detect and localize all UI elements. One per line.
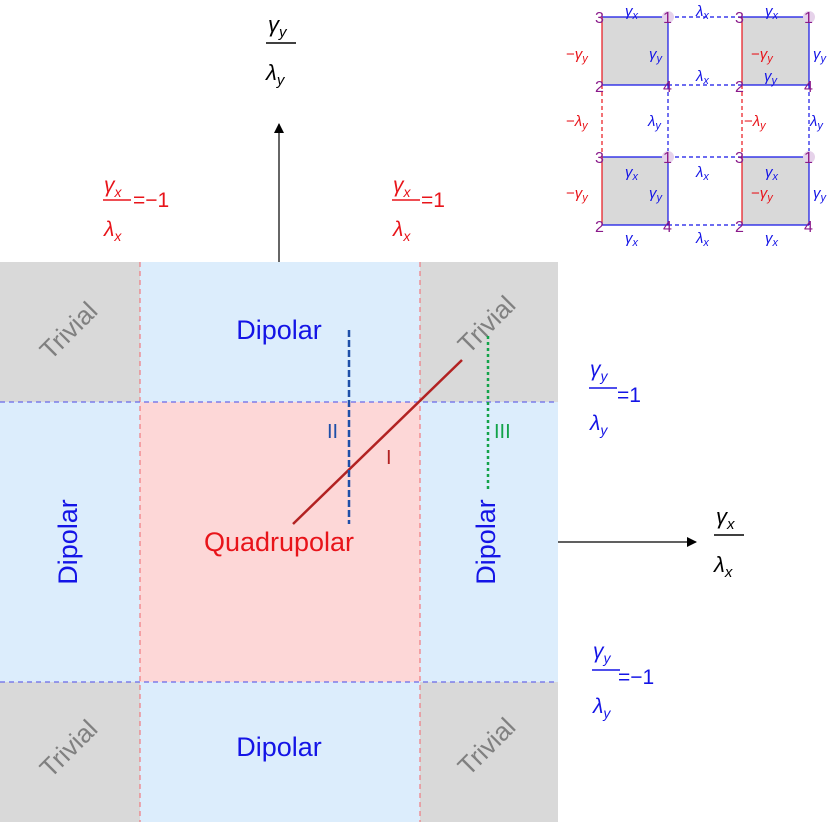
x-axis-denominator: λx bbox=[713, 552, 733, 581]
svg-text:4: 4 bbox=[663, 219, 672, 236]
gamma-x-labels: γx γx γx γx γx γx bbox=[625, 3, 779, 249]
site-numbers: 3 1 2 4 3 1 2 4 3 1 2 4 3 1 2 4 bbox=[595, 10, 813, 236]
svg-text:4: 4 bbox=[663, 79, 672, 96]
svg-text:−λy: −λy bbox=[566, 113, 589, 132]
svg-text:−γy: −γy bbox=[751, 46, 774, 65]
svg-text:3: 3 bbox=[735, 150, 744, 167]
path-II-label: II bbox=[327, 421, 338, 443]
region-quadrupolar bbox=[140, 402, 420, 682]
intra-cell-bonds bbox=[601, 16, 810, 226]
y-axis-numerator: γy bbox=[268, 12, 288, 41]
region-dipolar-right bbox=[420, 402, 558, 682]
plaquette-bottom-left bbox=[602, 157, 668, 225]
region-trivial-top-left bbox=[0, 262, 140, 402]
label-gx-neg-num: γx bbox=[104, 174, 123, 200]
svg-text:γx: γx bbox=[765, 164, 779, 183]
svg-text:4: 4 bbox=[804, 79, 813, 96]
label-gx-pos-num: γx bbox=[393, 174, 412, 200]
plaquette-top-left bbox=[602, 17, 668, 85]
svg-text:−γy: −γy bbox=[566, 185, 589, 204]
label-gy-pos-den: λy bbox=[589, 412, 608, 438]
region-dipolar-left bbox=[0, 402, 140, 682]
svg-text:λx: λx bbox=[695, 164, 709, 183]
svg-text:2: 2 bbox=[735, 79, 744, 96]
svg-text:γx: γx bbox=[625, 3, 639, 22]
svg-text:−λy: −λy bbox=[744, 113, 767, 132]
svg-text:γx: γx bbox=[625, 230, 639, 249]
region-trivial-bottom-right bbox=[420, 682, 558, 822]
svg-text:2: 2 bbox=[595, 79, 604, 96]
lambda-y-labels: −λy λy −λy λy bbox=[566, 113, 824, 132]
label-gy-pos-num: γy bbox=[590, 358, 609, 384]
lambda-x-labels: λx λx λx λx bbox=[695, 3, 709, 249]
minus-gamma-y-labels: −γy −γy −γy −γy bbox=[566, 46, 774, 204]
svg-text:γx: γx bbox=[765, 230, 779, 249]
svg-text:2: 2 bbox=[735, 219, 744, 236]
plaquette-top-right bbox=[742, 17, 809, 85]
svg-text:λy: λy bbox=[647, 113, 662, 132]
region-dipolar-bottom bbox=[140, 682, 420, 822]
svg-text:1: 1 bbox=[663, 150, 672, 167]
region-dipolar-top bbox=[140, 262, 420, 402]
region-trivial-bottom-left bbox=[0, 682, 140, 822]
path-III-label: III bbox=[494, 421, 511, 443]
svg-text:γy: γy bbox=[649, 46, 664, 65]
svg-text:γx: γx bbox=[625, 164, 639, 183]
svg-text:3: 3 bbox=[735, 10, 744, 27]
svg-text:1: 1 bbox=[804, 10, 813, 27]
paths: I II III bbox=[292, 330, 511, 525]
svg-text:−γy: −γy bbox=[751, 185, 774, 204]
svg-text:γy: γy bbox=[813, 46, 828, 65]
label-gy-pos-value: =1 bbox=[617, 384, 641, 407]
inter-cell-bonds bbox=[601, 16, 810, 226]
label-gy-neg-den: λy bbox=[592, 695, 611, 721]
phase-label-dipolar-right: Dipolar bbox=[471, 499, 501, 585]
svg-text:γy: γy bbox=[764, 68, 779, 87]
svg-text:γy: γy bbox=[813, 185, 828, 204]
svg-text:1: 1 bbox=[804, 150, 813, 167]
path-I-line bbox=[292, 359, 463, 525]
gamma-y-labels: γy γy γy γy γy bbox=[649, 46, 828, 204]
site-markers bbox=[662, 11, 815, 163]
label-gx-pos-value: =1 bbox=[421, 189, 445, 212]
label-gx-neg-value: =−1 bbox=[133, 189, 169, 212]
path-I-label: I bbox=[386, 447, 392, 469]
svg-text:γx: γx bbox=[765, 3, 779, 22]
lattice-inset: 3 1 2 4 3 1 2 4 3 1 2 4 3 1 2 4 γx γx γx… bbox=[566, 3, 828, 249]
x-axis-numerator: γx bbox=[716, 504, 735, 533]
axes: γy λy γx λx bbox=[265, 12, 744, 581]
svg-text:−γy: −γy bbox=[566, 46, 589, 65]
phase-label-dipolar-top: Dipolar bbox=[236, 315, 322, 345]
phase-boundaries bbox=[0, 262, 558, 822]
svg-text:λy: λy bbox=[809, 113, 824, 132]
svg-text:λx: λx bbox=[695, 3, 709, 22]
plaquette-bottom-right bbox=[742, 157, 809, 225]
phase-label-quadrupolar: Quadrupolar bbox=[204, 527, 354, 557]
phase-label-dipolar-bottom: Dipolar bbox=[236, 732, 322, 762]
svg-text:2: 2 bbox=[595, 219, 604, 236]
y-axis-denominator: λy bbox=[265, 60, 286, 89]
phase-regions bbox=[0, 262, 558, 822]
label-gy-neg-num: γy bbox=[593, 640, 612, 666]
svg-text:3: 3 bbox=[595, 150, 604, 167]
svg-text:λx: λx bbox=[695, 230, 709, 249]
label-gx-pos-den: λx bbox=[392, 218, 411, 244]
svg-text:4: 4 bbox=[804, 219, 813, 236]
svg-text:λx: λx bbox=[695, 68, 709, 87]
phase-label-dipolar-left: Dipolar bbox=[53, 499, 83, 585]
label-gy-neg-value: =−1 bbox=[618, 666, 654, 689]
boundary-labels: γx =−1 λx γx =1 λx γy =1 λy γy =−1 λy bbox=[103, 174, 654, 721]
svg-text:1: 1 bbox=[663, 10, 672, 27]
svg-text:γy: γy bbox=[649, 185, 664, 204]
svg-text:3: 3 bbox=[595, 10, 604, 27]
label-gx-neg-den: λx bbox=[103, 218, 122, 244]
